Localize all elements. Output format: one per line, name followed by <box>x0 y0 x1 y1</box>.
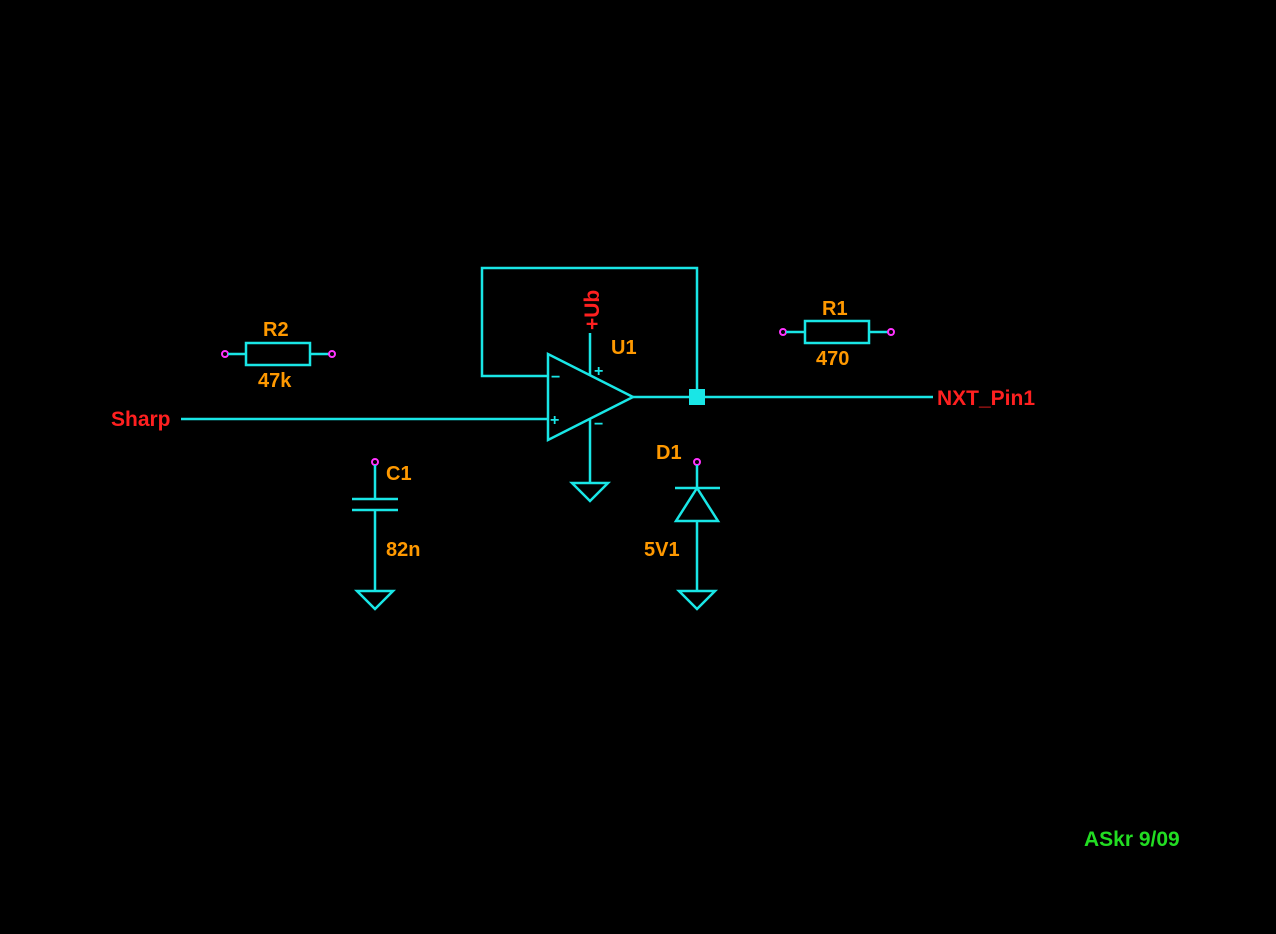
r1-value-label: 470 <box>816 348 849 370</box>
resistor-r2[interactable]: R2 47k <box>221 319 336 392</box>
author-credit: ASkr 9/09 <box>1084 828 1180 851</box>
d1-pin-top <box>693 458 701 466</box>
input-net-label: Sharp <box>111 408 171 431</box>
resistor-r1[interactable]: R1 470 <box>779 298 895 370</box>
r1-pin-left <box>779 328 787 336</box>
junction-node[interactable] <box>689 389 705 405</box>
opamp-inverting-input-sign: − <box>551 369 560 386</box>
opamp-ground-symbol <box>568 481 612 503</box>
opamp-supply-plus-sign: + <box>594 363 603 380</box>
r1-body <box>803 319 871 345</box>
r1-ref-label: R1 <box>822 298 848 320</box>
opamp-noninverting-input-sign: + <box>550 412 559 429</box>
c1-value-label: 82n <box>386 539 420 561</box>
c1-pin-top <box>371 458 379 466</box>
opamp-triangle <box>546 351 636 443</box>
c1-ref-label: C1 <box>386 463 412 485</box>
r2-pin-right <box>328 350 336 358</box>
supply-net-label: +Ub <box>581 290 604 330</box>
r2-body <box>244 341 312 367</box>
opamp-supply-minus-sign: − <box>594 416 603 433</box>
output-net-label: NXT_Pin1 <box>937 387 1035 410</box>
opamp-ref-label: U1 <box>611 337 637 359</box>
r2-value-label: 47k <box>258 370 292 392</box>
zener-diode-d1[interactable]: D1 5V1 <box>644 442 721 611</box>
r2-ref-label: R2 <box>263 319 289 341</box>
d1-ground-symbol <box>675 589 719 611</box>
opamp-u1[interactable]: − + + − U1 <box>546 333 637 503</box>
d1-triangle <box>673 485 721 523</box>
r1-pin-right <box>887 328 895 336</box>
d1-ref-label: D1 <box>656 442 682 464</box>
c1-ground-symbol <box>353 589 397 611</box>
d1-value-label: 5V1 <box>644 539 680 561</box>
r2-pin-left <box>221 350 229 358</box>
feedback-wire[interactable] <box>480 266 699 397</box>
capacitor-c1[interactable]: C1 82n <box>352 458 420 611</box>
